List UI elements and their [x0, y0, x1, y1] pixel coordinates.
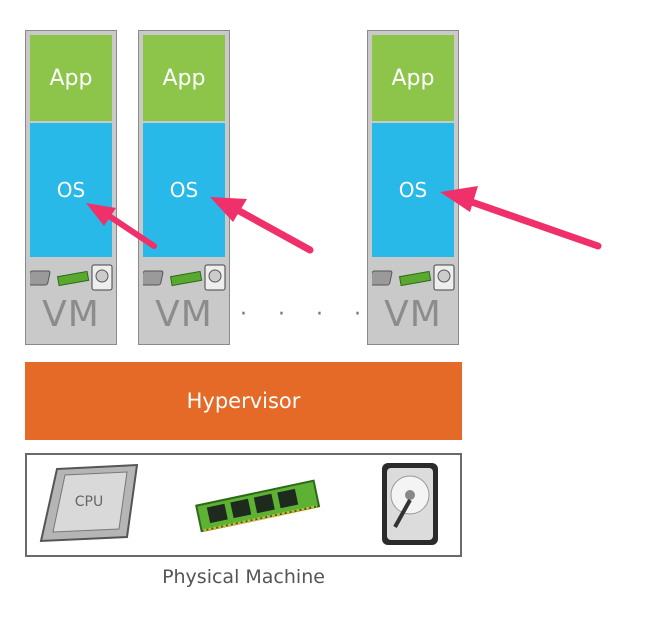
- cpu-icon: [143, 270, 164, 286]
- os-label: OS: [169, 178, 199, 202]
- vm-box-1: App OS VM: [25, 30, 117, 345]
- vm-label: VM: [155, 294, 213, 335]
- app-layer: App: [30, 35, 112, 121]
- virtual-hardware-icons: [30, 264, 113, 291]
- hard-drive-icon: [204, 264, 226, 291]
- os-label: OS: [56, 178, 86, 202]
- app-layer: App: [143, 35, 225, 121]
- physical-machine-box: CPU: [25, 453, 462, 557]
- cpu-icon: [30, 270, 51, 286]
- os-layer: OS: [372, 123, 454, 257]
- app-label: App: [391, 65, 435, 91]
- vm-box-3: App OS VM: [367, 30, 459, 345]
- app-layer: App: [372, 35, 454, 121]
- hypervisor-layer: Hypervisor: [25, 362, 462, 440]
- os-label: OS: [398, 178, 428, 202]
- vm-box-2: App OS VM: [138, 30, 230, 345]
- arrow-3: [440, 186, 602, 250]
- physical-hardware-icons: CPU: [39, 463, 438, 545]
- cpu-chip-label: CPU: [75, 494, 103, 510]
- cpu-icon: CPU: [39, 463, 139, 543]
- vm-label: VM: [42, 294, 100, 335]
- hard-drive-icon: [382, 463, 438, 545]
- hypervisor-label: Hypervisor: [186, 389, 301, 413]
- virtual-hardware-icons: [372, 264, 455, 291]
- os-layer: OS: [30, 123, 112, 257]
- vm-label: VM: [384, 294, 442, 335]
- app-label: App: [162, 65, 206, 91]
- ram-icon: [56, 270, 90, 287]
- ram-icon: [195, 479, 321, 533]
- os-layer: OS: [143, 123, 225, 257]
- app-label: App: [49, 65, 93, 91]
- ram-icon: [398, 270, 432, 287]
- ram-icon: [169, 270, 203, 287]
- hard-drive-icon: [91, 264, 113, 291]
- virtual-hardware-icons: [143, 264, 226, 291]
- cpu-icon: [372, 270, 393, 286]
- physical-machine-label: Physical Machine: [162, 566, 325, 588]
- hard-drive-icon: [433, 264, 455, 291]
